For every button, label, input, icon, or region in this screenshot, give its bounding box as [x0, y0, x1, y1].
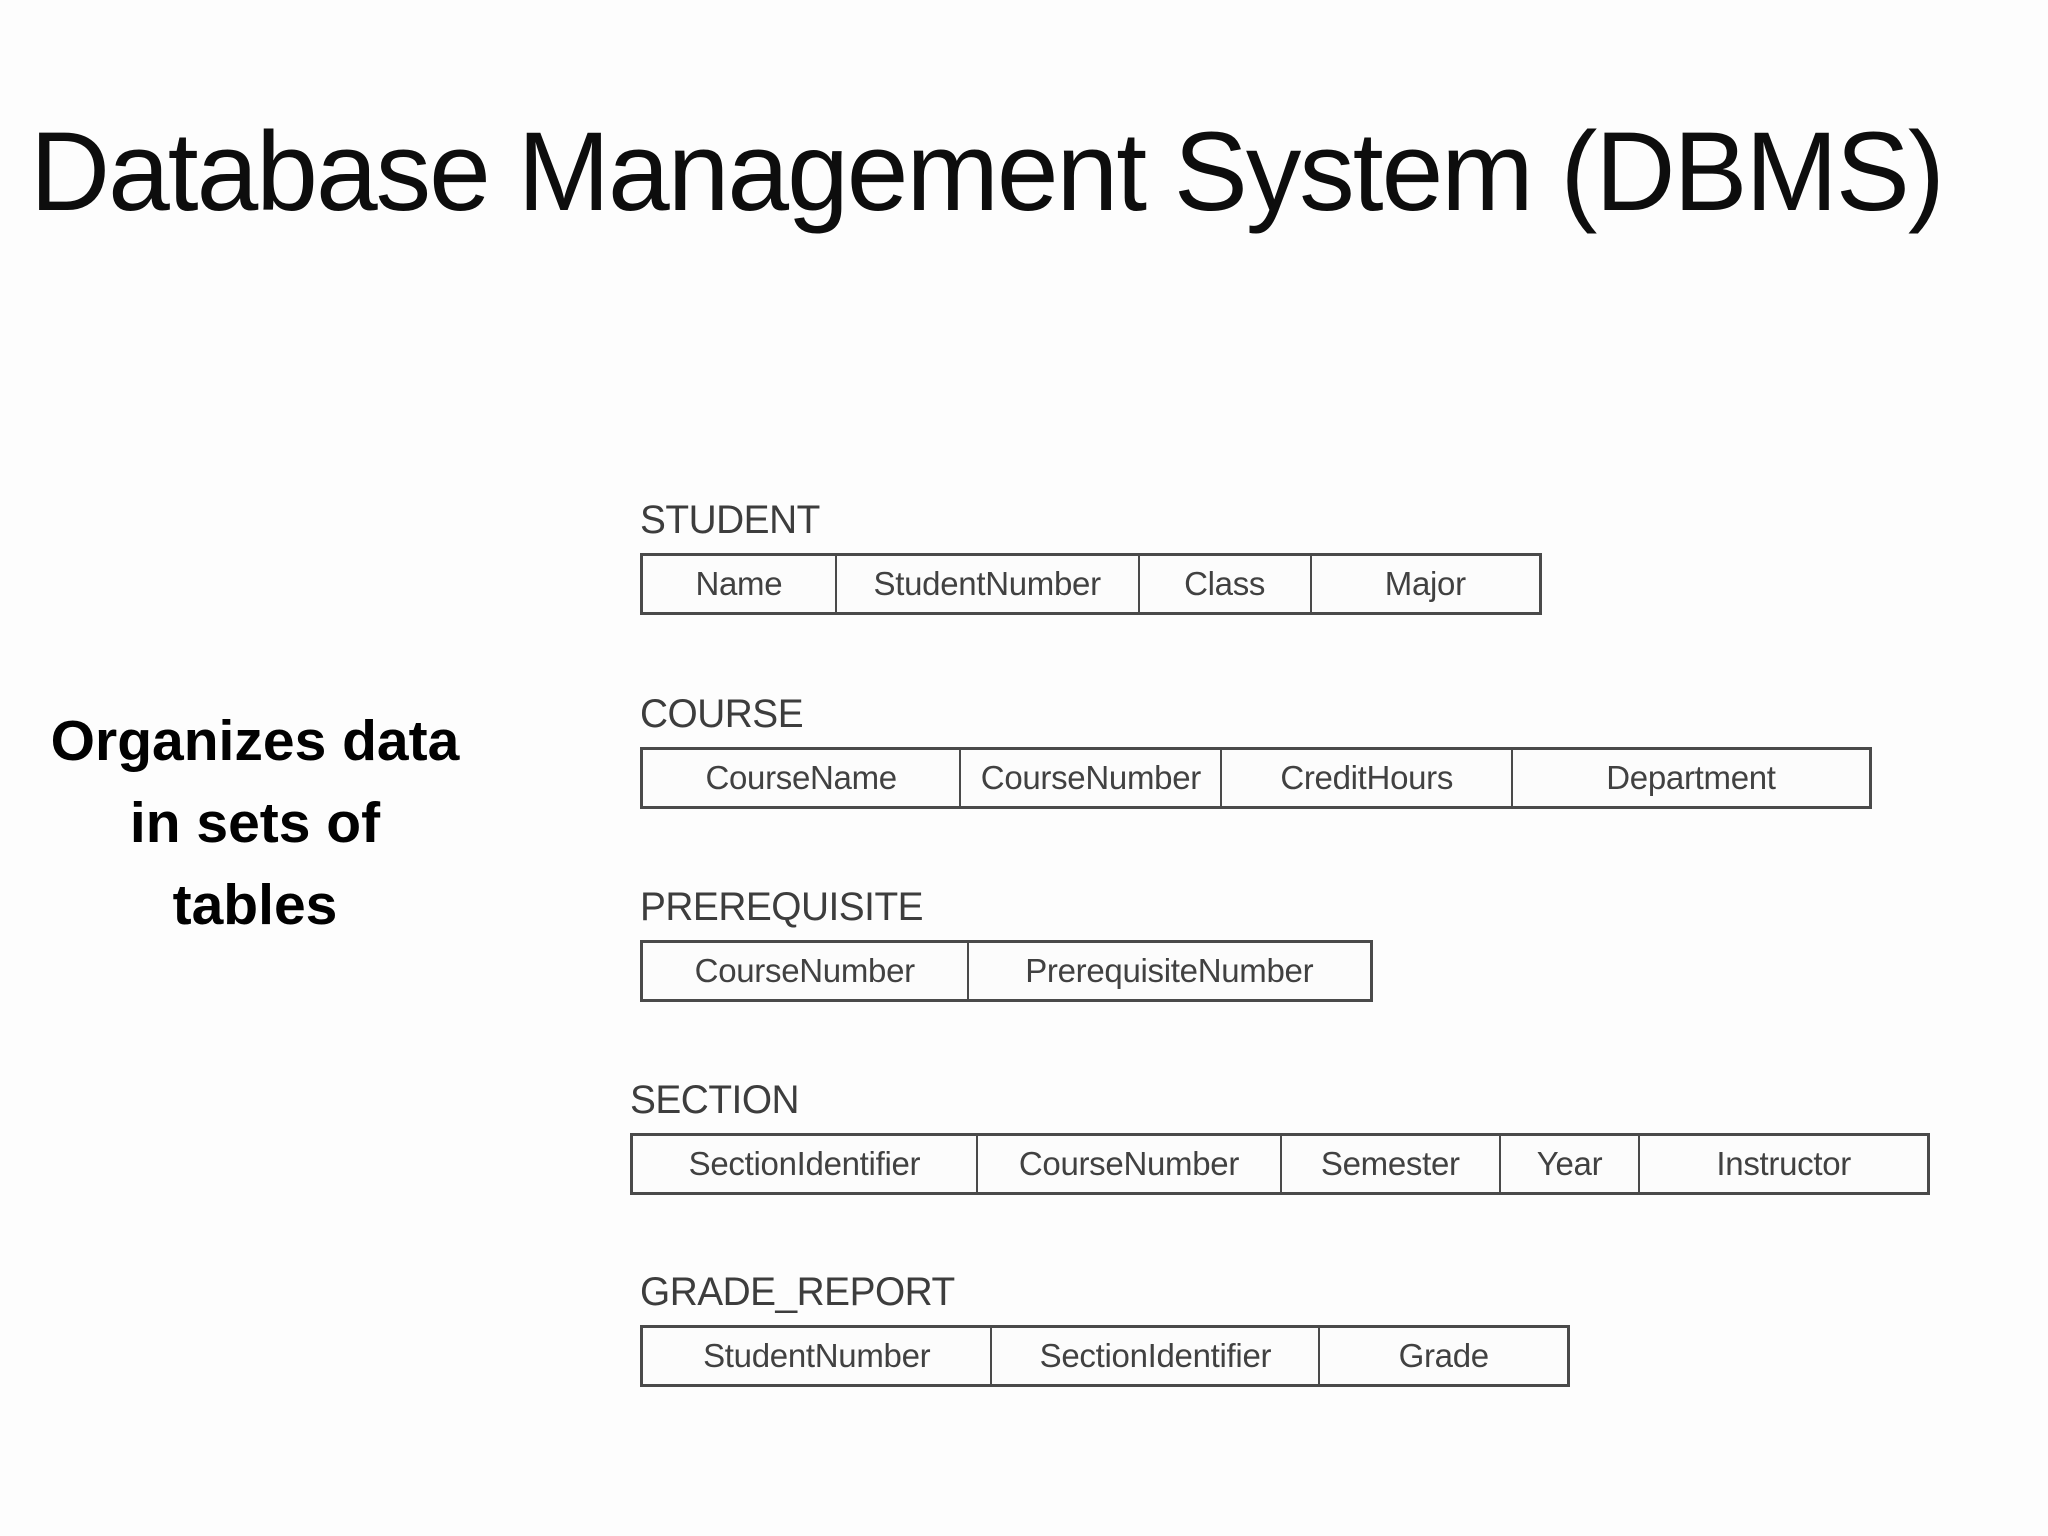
- column-cell-grade: Grade: [1318, 1328, 1567, 1384]
- note-line: Organizes data: [50, 709, 460, 773]
- table-row: CourseNumber PrerequisiteNumber: [640, 940, 1373, 1002]
- table-row: StudentNumber SectionIdentifier Grade: [640, 1325, 1570, 1387]
- column-cell-coursenumber: CourseNumber: [694, 952, 915, 989]
- table-name-section: SECTION: [630, 1078, 800, 1122]
- column-cell-class: Class: [1137, 556, 1310, 612]
- column-cell-year: Year: [1498, 1136, 1639, 1192]
- table-row: Name StudentNumber Class Major: [640, 553, 1542, 615]
- column-cell-name: Name: [695, 565, 783, 602]
- table-name-student: STUDENT: [640, 498, 820, 542]
- column-cell-major: Major: [1309, 556, 1539, 612]
- column-cell-sectionidentifier: SectionIdentifier: [688, 1145, 921, 1182]
- column-cell-coursename: CourseName: [705, 759, 897, 796]
- table-name-course: COURSE: [640, 692, 804, 736]
- table-name-prerequisite: PREREQUISITE: [640, 885, 924, 929]
- column-cell-prerequisitenumber: PrerequisiteNumber: [966, 943, 1370, 999]
- column-cell-sectionidentifier: SectionIdentifier: [990, 1328, 1318, 1384]
- column-cell-department: Department: [1510, 750, 1869, 806]
- column-cell-semester: Semester: [1279, 1136, 1499, 1192]
- column-cell-credithours: CreditHours: [1220, 750, 1511, 806]
- note-line: in sets of: [129, 791, 381, 855]
- column-cell-coursenumber: CourseNumber: [959, 750, 1220, 806]
- note-text: Organizes data in sets of tables: [15, 700, 495, 946]
- table-row: SectionIdentifier CourseNumber Semester …: [630, 1133, 1930, 1195]
- column-cell-instructor: Instructor: [1638, 1136, 1927, 1192]
- schema-table-course: COURSE CourseName CourseNumber CreditHou…: [640, 690, 1872, 809]
- column-cell-studentnumber: StudentNumber: [703, 1337, 931, 1374]
- table-name-grade-report: GRADE_REPORT: [640, 1270, 955, 1314]
- note-line: tables: [172, 873, 338, 937]
- schema-table-prerequisite: PREREQUISITE CourseNumber PrerequisiteNu…: [640, 883, 1373, 1002]
- table-row: CourseName CourseNumber CreditHours Depa…: [640, 747, 1872, 809]
- column-cell-coursenumber: CourseNumber: [975, 1136, 1280, 1192]
- schema-table-student: STUDENT Name StudentNumber Class Major: [640, 496, 1542, 615]
- slide-title: Database Management System (DBMS): [30, 109, 1945, 234]
- schema-table-grade-report: GRADE_REPORT StudentNumber SectionIdenti…: [640, 1268, 1570, 1387]
- column-cell-studentnumber: StudentNumber: [834, 556, 1138, 612]
- schema-table-section: SECTION SectionIdentifier CourseNumber S…: [630, 1076, 1930, 1195]
